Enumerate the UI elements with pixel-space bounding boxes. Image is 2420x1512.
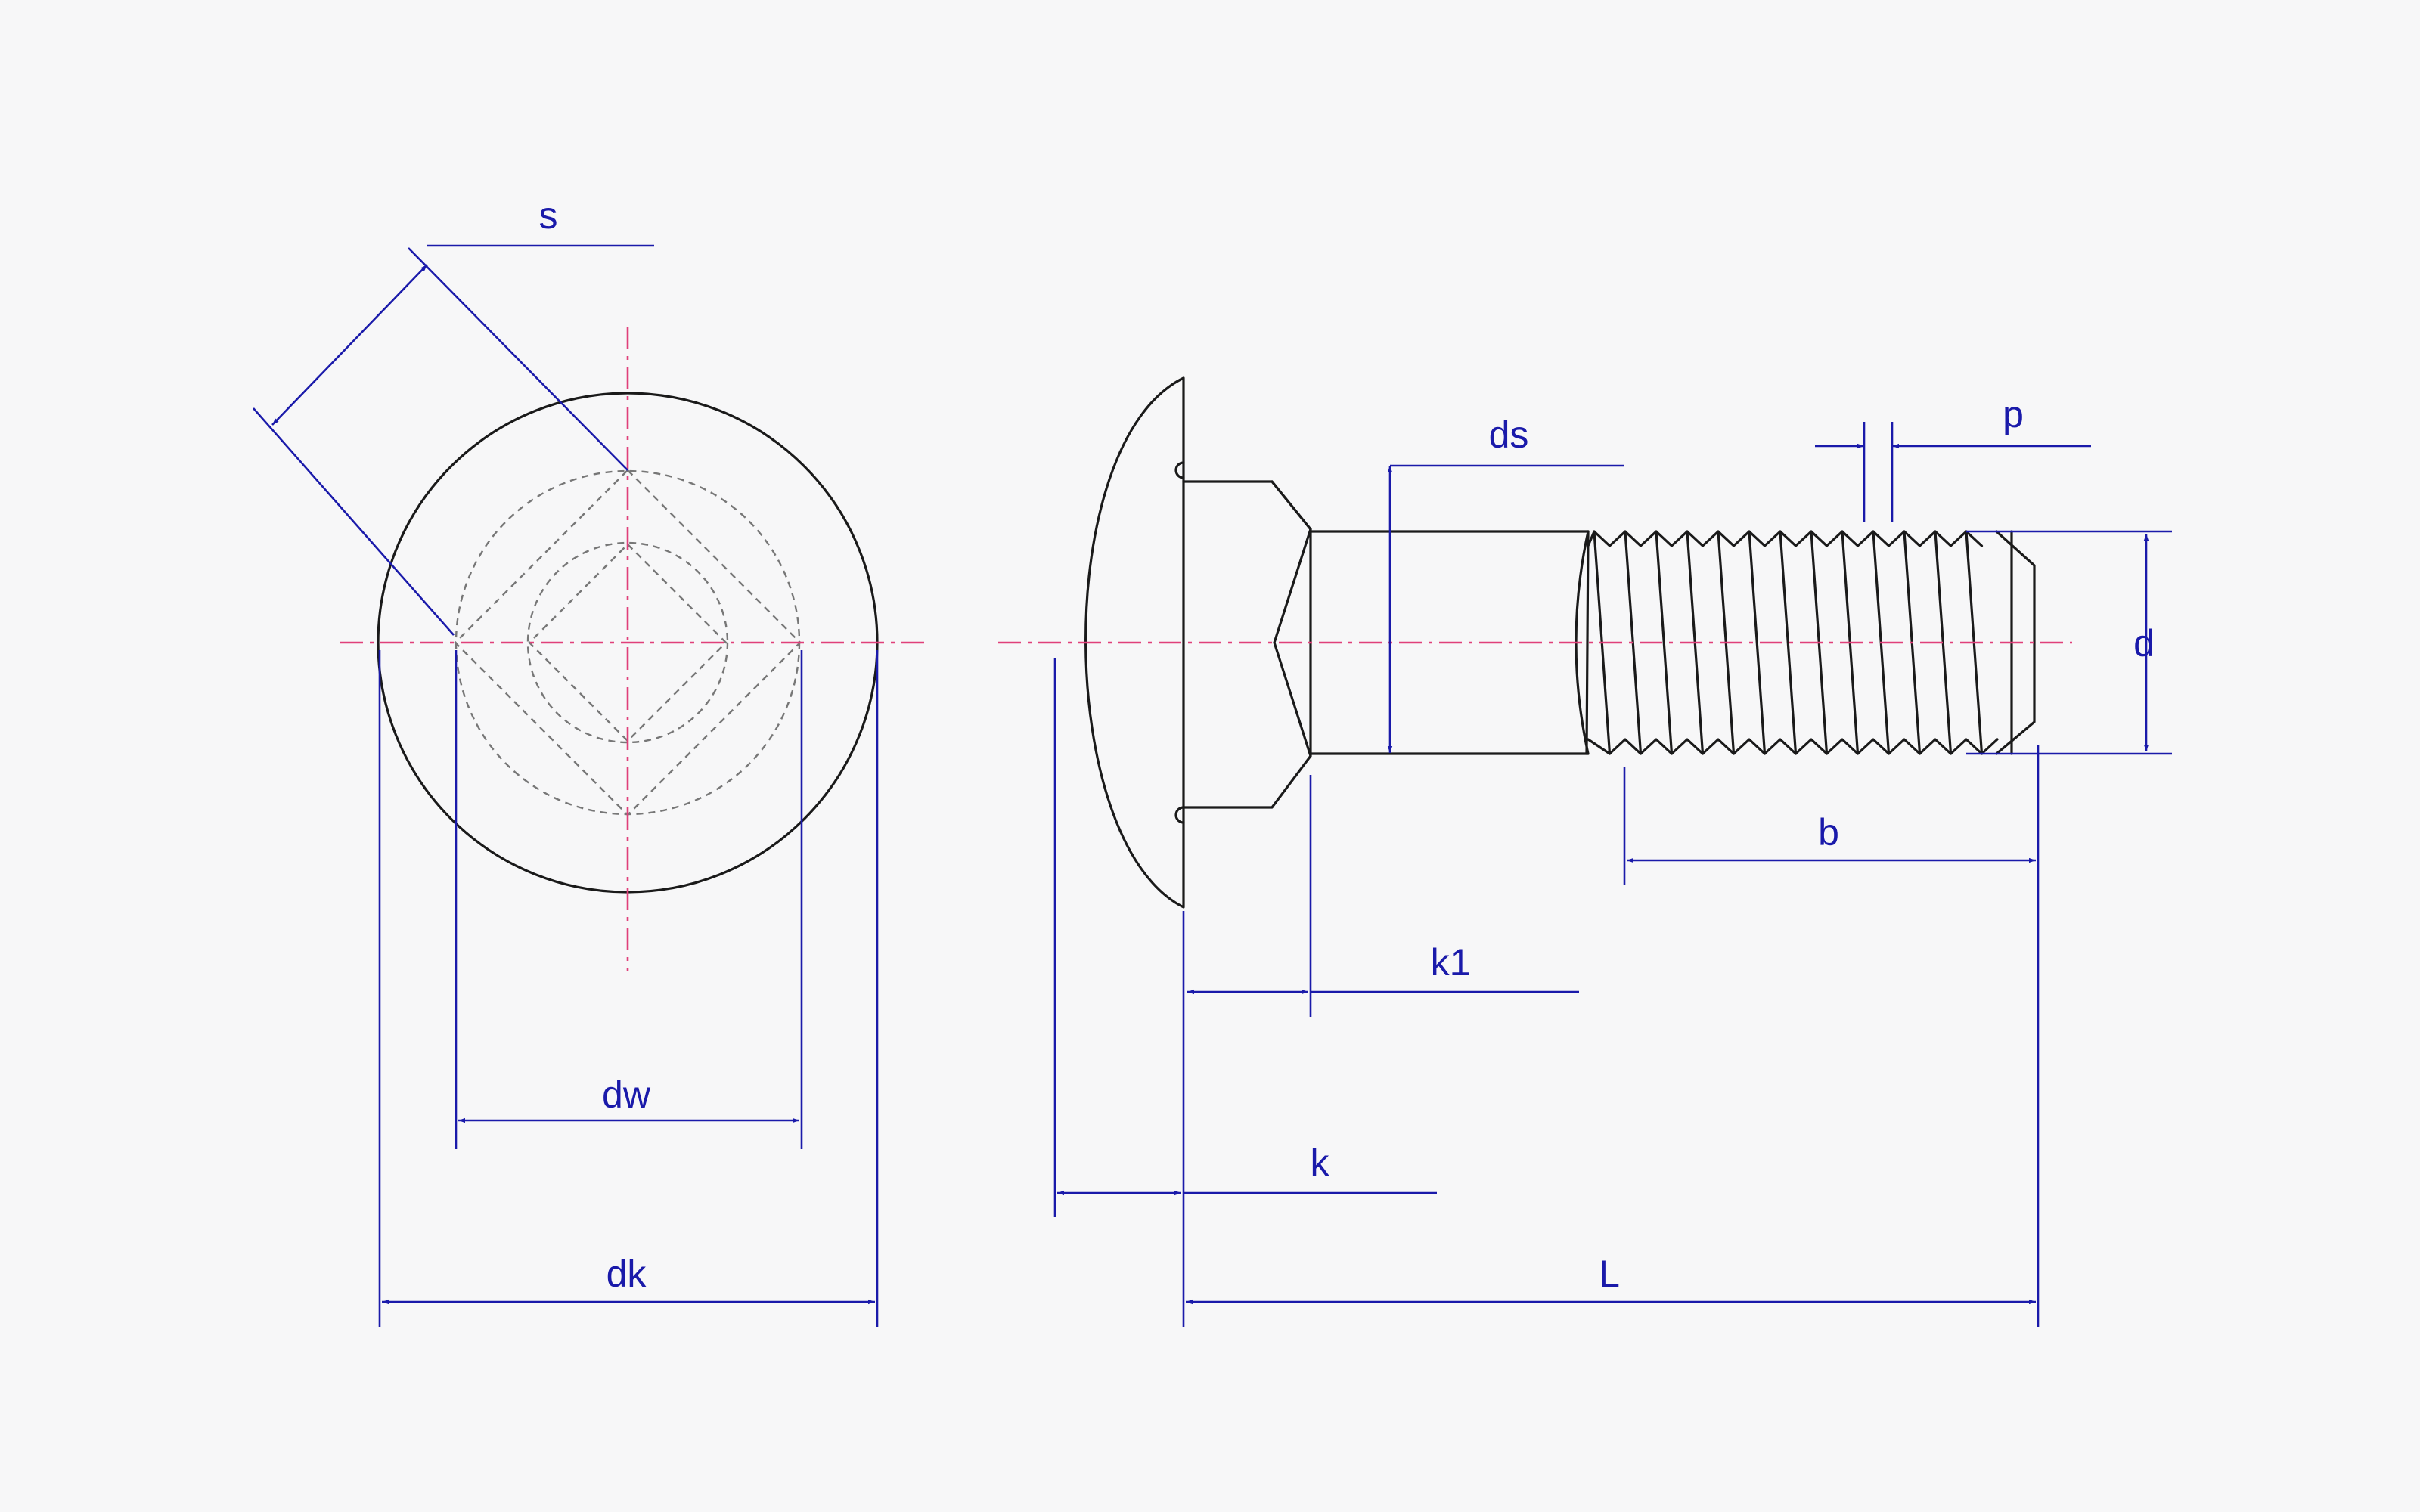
- square-neck: [1182, 480, 1312, 809]
- side-view: [998, 376, 2072, 909]
- dimension-s: s: [253, 194, 654, 636]
- dim-label-s: s: [539, 194, 558, 237]
- thread-line: [1655, 530, 1674, 755]
- dim-label-b: b: [1818, 811, 1839, 854]
- dim-label-k: k: [1311, 1142, 1330, 1184]
- dim-label-d: d: [2133, 622, 2155, 665]
- dimension-b: b: [1623, 767, 2036, 885]
- dim-label-dk: dk: [607, 1253, 647, 1295]
- dim-label-ds: ds: [1489, 414, 1529, 456]
- dimension-k1: k1: [1187, 775, 1579, 1017]
- dimension-dk: dk: [378, 650, 879, 1327]
- dim-label-L: L: [1599, 1253, 1620, 1295]
- dimension-L: L: [1182, 745, 2040, 1327]
- plain-shank: [1309, 530, 1590, 755]
- dim-label-p: p: [2003, 393, 2024, 435]
- thread-line: [1624, 530, 1643, 755]
- end-view-centerlines: [340, 327, 926, 971]
- end-view: [340, 327, 926, 971]
- thread-line: [1748, 530, 1767, 755]
- dimension-d: d: [1966, 530, 2172, 755]
- dimension-p: p: [1815, 393, 2091, 522]
- dim-label-dw: dw: [602, 1074, 651, 1116]
- dimension-k: k: [1053, 658, 1437, 1217]
- thread-line: [1934, 530, 1953, 755]
- dim-label-k1: k1: [1431, 941, 1471, 984]
- dome-head: [1084, 376, 1185, 909]
- dimension-ds: ds: [1387, 414, 1624, 753]
- thread-line: [1779, 530, 1798, 755]
- dimension-dw: dw: [455, 650, 803, 1149]
